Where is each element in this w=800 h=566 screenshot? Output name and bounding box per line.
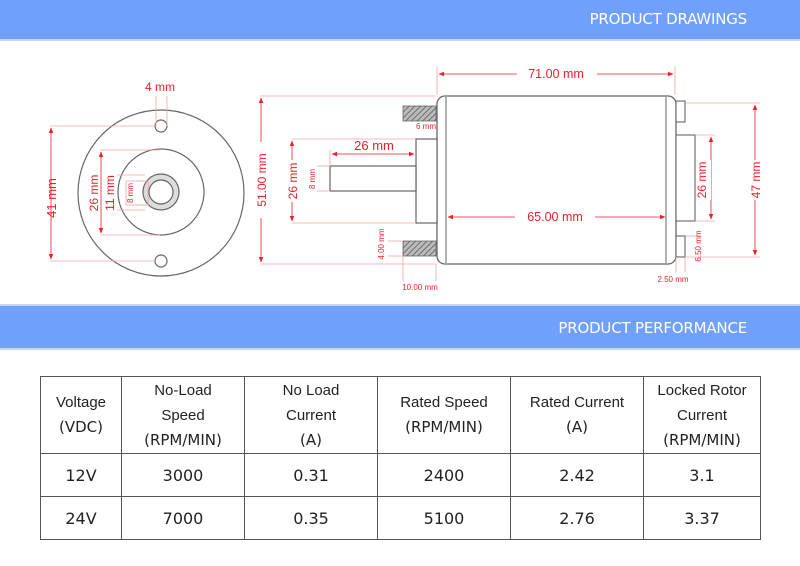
product-performance-title: PRODUCT PERFORMANCE (558, 319, 747, 337)
svg-text:4.00 mm: 4.00 mm (377, 228, 386, 259)
cell-voltage: 24V (40, 496, 122, 540)
cell-no-load-speed: 7000 (121, 496, 245, 540)
svg-text:11 mm: 11 mm (103, 175, 117, 211)
svg-text:8 mm: 8 mm (126, 183, 135, 203)
cell-locked-rotor-current: 3.37 (643, 496, 761, 540)
svg-text:41 mm: 41 mm (44, 178, 59, 218)
table-header-row: Voltage (VDC) No-Load Speed (RPM/MIN) No… (40, 376, 761, 454)
svg-text:26 mm: 26 mm (695, 162, 709, 199)
svg-text:10.00 mm: 10.00 mm (402, 283, 438, 292)
cell-no-load-current: 0.35 (244, 496, 378, 540)
header-voltage: Voltage (VDC) (40, 376, 122, 454)
product-drawings-title: PRODUCT DRAWINGS (589, 10, 748, 28)
svg-text:4 mm: 4 mm (145, 80, 175, 94)
product-drawings-banner: PRODUCT DRAWINGS (0, 0, 800, 41)
front-view: 4 mm 41 mm 26 mm 11 mm 8 mm (44, 80, 245, 277)
svg-text:26 mm: 26 mm (87, 175, 101, 212)
svg-text:6.50 mm: 6.50 mm (694, 230, 703, 261)
cell-voltage: 12V (40, 453, 122, 497)
header-no-load-speed: No-Load Speed (RPM/MIN) (121, 376, 245, 454)
header-locked-rotor-current: Locked Rotor Current (RPM/MIN) (643, 376, 761, 454)
header-rated-speed: Rated Speed (RPM/MIN) (377, 376, 511, 454)
product-performance-banner: PRODUCT PERFORMANCE (0, 304, 800, 350)
cell-rated-current: 2.76 (510, 496, 644, 540)
cell-locked-rotor-current: 3.1 (643, 453, 761, 497)
motor-dimension-drawing: 4 mm 41 mm 26 mm 11 mm 8 mm (44, 66, 763, 292)
cell-rated-current: 2.42 (510, 453, 644, 497)
svg-text:65.00 mm: 65.00 mm (527, 210, 583, 224)
table-row: 12V 3000 0.31 2400 2.42 3.1 (40, 453, 761, 497)
svg-text:6 mm: 6 mm (416, 122, 436, 131)
side-view: 71.00 mm 65.00 mm 51.00 mm 26 mm 26 mm 8… (254, 66, 763, 292)
svg-text:26 mm: 26 mm (286, 163, 300, 200)
svg-text:2.50 mm: 2.50 mm (657, 275, 688, 284)
cell-rated-speed: 5100 (377, 496, 511, 540)
cell-rated-speed: 2400 (377, 453, 511, 497)
header-no-load-current: No Load Current (A) (244, 376, 378, 454)
table-row: 24V 7000 0.35 5100 2.76 3.37 (40, 496, 761, 540)
svg-text:51.00 mm: 51.00 mm (255, 153, 269, 206)
cell-no-load-current: 0.31 (244, 453, 378, 497)
svg-text:8 mm: 8 mm (308, 169, 317, 189)
svg-text:71.00 mm: 71.00 mm (528, 67, 584, 81)
cell-no-load-speed: 3000 (121, 453, 245, 497)
svg-text:26 mm: 26 mm (354, 138, 394, 153)
header-rated-current: Rated Current (A) (510, 376, 644, 454)
performance-table: Voltage (VDC) No-Load Speed (RPM/MIN) No… (40, 376, 761, 540)
svg-text:47 mm: 47 mm (749, 162, 763, 199)
